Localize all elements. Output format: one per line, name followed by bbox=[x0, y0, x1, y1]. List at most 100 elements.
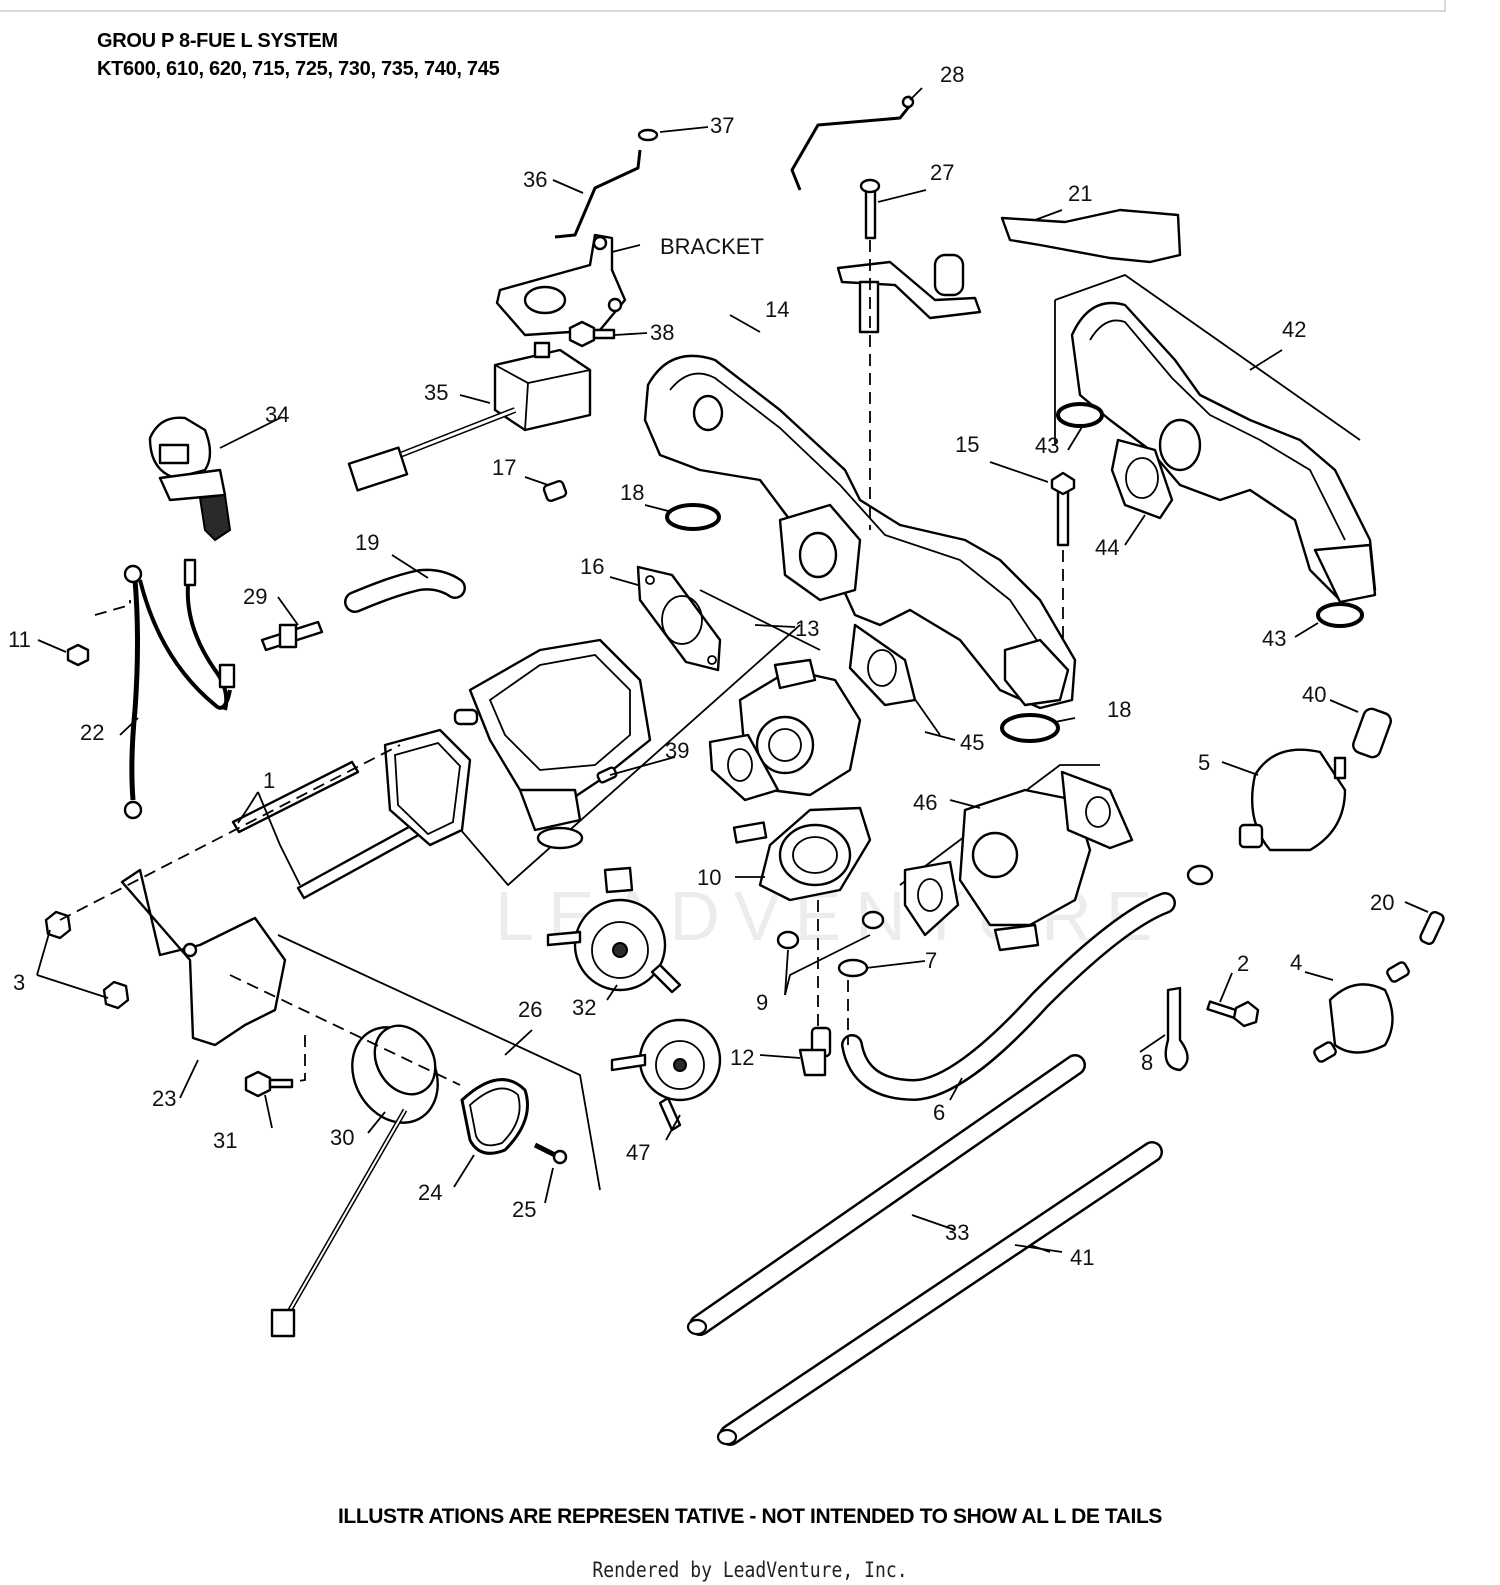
callout-3[interactable]: 3 bbox=[13, 970, 25, 995]
part-11-screw[interactable] bbox=[66, 643, 90, 667]
callout-43-upper[interactable]: 43 bbox=[1035, 433, 1059, 458]
part-40-sleeve[interactable] bbox=[1351, 707, 1393, 760]
callout-20[interactable]: 20 bbox=[1370, 890, 1394, 915]
part-5-fuel-filter[interactable] bbox=[1238, 748, 1347, 852]
callout-17[interactable]: 17 bbox=[492, 455, 516, 480]
part-24-gasket[interactable] bbox=[460, 1078, 529, 1155]
callout-8[interactable]: 8 bbox=[1141, 1050, 1153, 1075]
part-41-fuel-line[interactable] bbox=[716, 1141, 1163, 1446]
callout-40[interactable]: 40 bbox=[1302, 682, 1326, 707]
callout-15[interactable]: 15 bbox=[955, 432, 979, 457]
callout-14[interactable]: 14 bbox=[765, 297, 789, 322]
part-8-clamp[interactable] bbox=[1164, 986, 1189, 1072]
callout-37[interactable]: 37 bbox=[710, 113, 734, 138]
part-10-adapter-plate[interactable] bbox=[732, 806, 872, 902]
part-7-hose-clamp[interactable] bbox=[837, 958, 869, 978]
callout-18-lower[interactable]: 18 bbox=[1107, 697, 1131, 722]
callout-32[interactable]: 32 bbox=[572, 995, 596, 1020]
part-30-sensor-assembly[interactable] bbox=[270, 1012, 455, 1338]
callout-38[interactable]: 38 bbox=[650, 320, 674, 345]
callout-36[interactable]: 36 bbox=[523, 167, 547, 192]
bracket-label[interactable]: BRACKET bbox=[660, 234, 764, 259]
part-45-gasket-set[interactable] bbox=[708, 623, 917, 802]
callout-33[interactable]: 33 bbox=[945, 1220, 969, 1245]
callout-27[interactable]: 27 bbox=[930, 160, 954, 185]
callout-35[interactable]: 35 bbox=[424, 380, 448, 405]
bracket-part[interactable] bbox=[495, 233, 627, 337]
part-33-fuel-line[interactable] bbox=[686, 1054, 1086, 1336]
callout-46[interactable]: 46 bbox=[913, 790, 937, 815]
part-16-gasket[interactable] bbox=[636, 565, 722, 672]
part-28-choke-rod[interactable] bbox=[790, 95, 915, 191]
part-9-screws[interactable] bbox=[776, 910, 885, 950]
callout-34[interactable]: 34 bbox=[265, 402, 289, 427]
callout-30[interactable]: 30 bbox=[330, 1125, 354, 1150]
callout-41[interactable]: 41 bbox=[1070, 1245, 1094, 1270]
part-34-idle-control-valve[interactable] bbox=[148, 416, 232, 542]
part-32-fuel-pump[interactable] bbox=[546, 866, 682, 994]
callout-13[interactable]: 13 bbox=[795, 616, 819, 641]
part-23-mounting-bracket[interactable] bbox=[120, 868, 287, 1047]
throttle-lever[interactable] bbox=[836, 253, 982, 334]
part-42-intake-manifold[interactable] bbox=[1070, 301, 1377, 604]
carburetor-assembly-right[interactable] bbox=[903, 770, 1134, 952]
callout-19[interactable]: 19 bbox=[355, 530, 379, 555]
callout-25[interactable]: 25 bbox=[512, 1197, 536, 1222]
callout-16[interactable]: 16 bbox=[580, 554, 604, 579]
part-27-screw[interactable] bbox=[859, 178, 881, 240]
part-43-o-ring-upper[interactable] bbox=[1056, 402, 1104, 428]
callout-47[interactable]: 47 bbox=[626, 1140, 650, 1165]
callout-43-lower[interactable]: 43 bbox=[1262, 626, 1286, 651]
part-14-intake-manifold[interactable] bbox=[643, 354, 1077, 710]
part-31-bolt[interactable] bbox=[244, 1070, 294, 1098]
part-18-o-ring-upper[interactable] bbox=[665, 503, 721, 531]
callout-5[interactable]: 5 bbox=[1198, 750, 1210, 775]
part-43-o-ring-lower[interactable] bbox=[1316, 602, 1364, 628]
part-25-screw[interactable] bbox=[533, 1142, 568, 1165]
callout-45[interactable]: 45 bbox=[960, 730, 984, 755]
callout-11[interactable]: 11 bbox=[8, 627, 31, 652]
callout-18-upper[interactable]: 18 bbox=[620, 480, 644, 505]
hose-clip[interactable] bbox=[1186, 864, 1214, 886]
callout-26[interactable]: 26 bbox=[518, 997, 542, 1022]
part-3-nuts[interactable] bbox=[44, 910, 130, 1010]
callout-12[interactable]: 12 bbox=[730, 1045, 754, 1070]
part-15-bolt[interactable] bbox=[1050, 471, 1076, 547]
part-12-elbow-fitting[interactable] bbox=[798, 1026, 832, 1077]
carburetor-assembly-left[interactable] bbox=[383, 638, 652, 850]
callout-1[interactable]: 1 bbox=[263, 768, 275, 793]
callout-10[interactable]: 10 bbox=[697, 865, 721, 890]
part-29-hose-fitting[interactable] bbox=[260, 620, 324, 652]
part-17-sleeve[interactable] bbox=[542, 479, 568, 503]
callout-6[interactable]: 6 bbox=[933, 1100, 945, 1125]
part-44-gasket[interactable] bbox=[1110, 438, 1174, 520]
callout-29[interactable]: 29 bbox=[243, 584, 267, 609]
part-38-bolt[interactable] bbox=[568, 320, 616, 348]
part-37-washer[interactable] bbox=[637, 128, 659, 142]
part-20-fitting[interactable] bbox=[1419, 910, 1445, 946]
callout-39[interactable]: 39 bbox=[665, 738, 689, 763]
part-22-ground-harness[interactable] bbox=[123, 558, 236, 820]
callout-23[interactable]: 23 bbox=[152, 1086, 176, 1111]
callout-44[interactable]: 44 bbox=[1095, 535, 1119, 560]
part-21-throttle-shield[interactable] bbox=[1000, 208, 1182, 264]
callout-7[interactable]: 7 bbox=[925, 948, 937, 973]
part-47-fuel-pump[interactable] bbox=[610, 1018, 722, 1132]
part-19-fuel-hose[interactable] bbox=[344, 568, 466, 613]
callout-9[interactable]: 9 bbox=[756, 990, 768, 1015]
part-35-stepper-actuator[interactable] bbox=[347, 341, 592, 492]
part-39-screw[interactable] bbox=[596, 766, 618, 784]
callout-2[interactable]: 2 bbox=[1237, 951, 1249, 976]
callout-22[interactable]: 22 bbox=[80, 720, 104, 745]
part-18-o-ring-lower[interactable] bbox=[1000, 713, 1060, 743]
part-4-inline-filter[interactable] bbox=[1313, 961, 1410, 1063]
callout-28[interactable]: 28 bbox=[940, 62, 964, 87]
callout-24[interactable]: 24 bbox=[418, 1180, 442, 1205]
callout-21[interactable]: 21 bbox=[1068, 181, 1092, 206]
callout-4[interactable]: 4 bbox=[1290, 950, 1302, 975]
part-6-fuel-hose[interactable] bbox=[841, 892, 1176, 1102]
part-2-bolt[interactable] bbox=[1206, 1000, 1260, 1028]
callout-42[interactable]: 42 bbox=[1282, 317, 1306, 342]
part-36-linkage-rod[interactable] bbox=[554, 149, 642, 239]
callout-31[interactable]: 31 bbox=[213, 1128, 237, 1153]
